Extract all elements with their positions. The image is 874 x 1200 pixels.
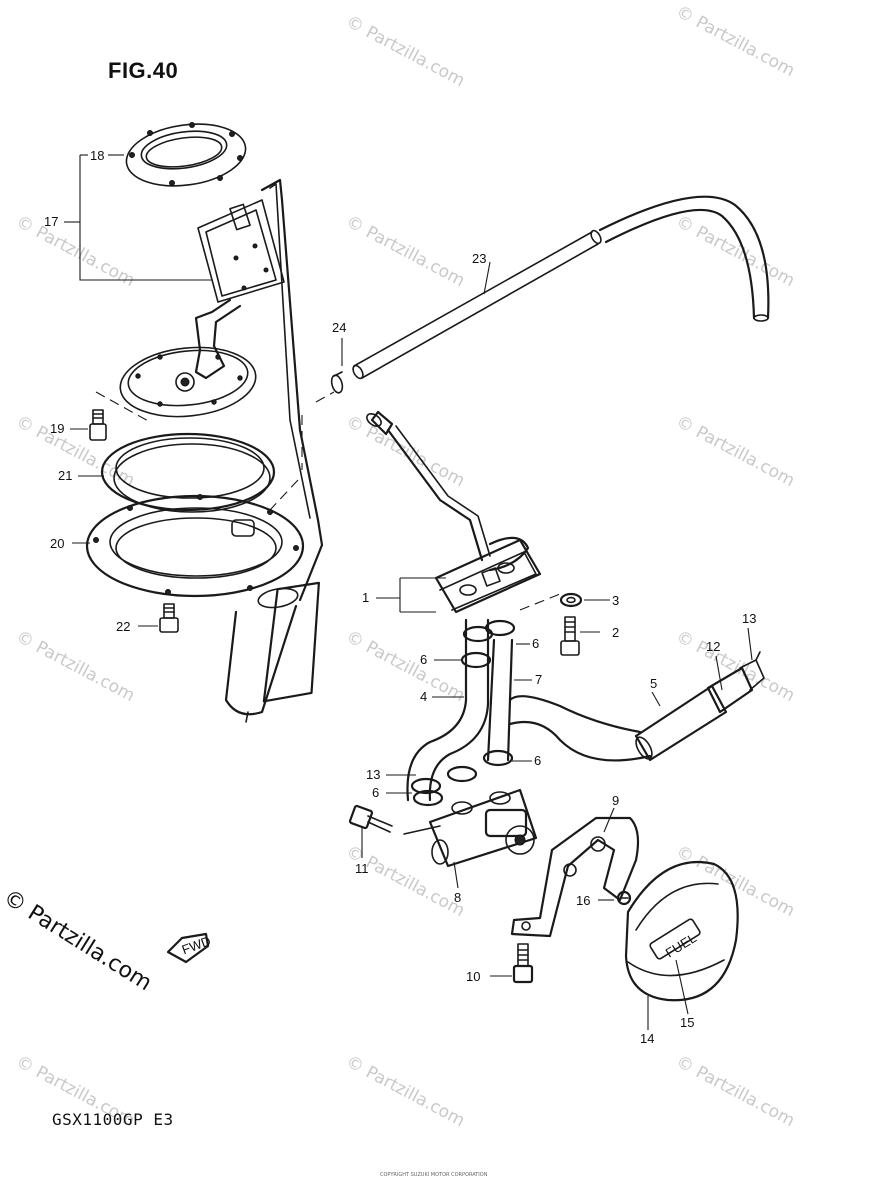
- watermark: © Partzilla.com: [673, 412, 798, 491]
- part-20-mounting-plate: [85, 494, 305, 598]
- callout-labels: 1 2 3 4 5 6 6 6 6 7 8 9 10 11 12 13 13 1…: [44, 148, 756, 1046]
- callout-2: 2: [612, 625, 619, 640]
- callout-18: 18: [90, 148, 104, 163]
- part-19-bolt: [89, 409, 107, 441]
- part-2-screw: [560, 616, 580, 656]
- part-9-bracket: [510, 816, 640, 938]
- part-18-gasket: [125, 122, 247, 187]
- figure-title: FIG.40: [108, 58, 179, 83]
- watermark: © Partzilla.com: [673, 2, 798, 81]
- watermark: © Partzilla.com: [343, 12, 468, 91]
- part-17-fuel-gauge-assembly: [95, 178, 324, 723]
- part-5-vacuum-hose: [508, 684, 728, 762]
- callout-5: 5: [650, 676, 657, 691]
- watermark: © Partzilla.com: [13, 627, 138, 706]
- callout-6: 6: [532, 636, 539, 651]
- callout-14: 14: [640, 1031, 654, 1046]
- callout-3: 3: [612, 593, 619, 608]
- callout-20: 20: [50, 536, 64, 551]
- callout-24: 24: [332, 320, 346, 335]
- model-code: GSX1100GP E3: [52, 1110, 174, 1129]
- part-21-o-ring: [100, 432, 276, 513]
- part-10-bolt: [512, 943, 534, 984]
- callout-19: 19: [50, 421, 64, 436]
- part-1-fuel-cock: [366, 410, 561, 614]
- callout-4: 4: [420, 689, 427, 704]
- part-16-screw: [616, 890, 632, 906]
- part-14-cover: [624, 860, 739, 1002]
- watermark: © Partzilla.com: [673, 212, 798, 291]
- part-11-bolt: [348, 804, 393, 833]
- callout-7: 7: [535, 672, 542, 687]
- fuel-label: FUEL: [663, 930, 699, 960]
- leader-lines: [64, 154, 753, 1030]
- callout-6: 6: [420, 652, 427, 667]
- part-15-fuel-emblem: FUEL: [649, 918, 701, 961]
- watermark: © Partzilla.com: [673, 842, 798, 921]
- part-22-bolt: [159, 603, 179, 633]
- callout-9: 9: [612, 793, 619, 808]
- callout-12: 12: [706, 639, 720, 654]
- watermark: © Partzilla.com: [343, 627, 468, 706]
- callout-23: 23: [472, 251, 486, 266]
- watermark: © Partzilla.com: [13, 212, 138, 291]
- watermark: © Partzilla.com: [673, 1052, 798, 1131]
- watermark: © Partzilla.com: [343, 212, 468, 291]
- callout-17: 17: [44, 214, 58, 229]
- part-8-fuel-cock-body: [403, 788, 538, 868]
- callout-13: 13: [366, 767, 380, 782]
- watermark: © Partzilla.com: [673, 627, 798, 706]
- watermark: © Partzilla.com: [343, 842, 468, 921]
- callout-22: 22: [116, 619, 130, 634]
- callout-15: 15: [680, 1015, 694, 1030]
- part-24-clip: [315, 371, 344, 403]
- watermark: © Partzilla.com: [343, 1052, 468, 1131]
- callout-11: 11: [355, 861, 369, 876]
- callout-10: 10: [466, 969, 480, 984]
- part-12-hose: [706, 666, 754, 714]
- callout-21: 21: [58, 468, 72, 483]
- part-13-clamp: [739, 651, 765, 691]
- fwd-arrow-icon: FWD: [166, 932, 213, 964]
- callout-8: 8: [454, 890, 461, 905]
- callout-13: 13: [742, 611, 756, 626]
- part-7-fuel-hose: [486, 638, 514, 762]
- part-23-breather-hose: [352, 195, 770, 380]
- watermark: © Partzilla.com: [13, 412, 138, 491]
- callout-1: 1: [362, 590, 369, 605]
- part-3-washer: [559, 592, 583, 608]
- watermark: © Partzilla.com: [343, 412, 468, 491]
- copyright-fine-print: COPYRIGHT SUZUKI MOTOR CORPORATION: [380, 1172, 488, 1178]
- callout-6: 6: [372, 785, 379, 800]
- callout-16: 16: [576, 893, 590, 908]
- callout-6: 6: [534, 753, 541, 768]
